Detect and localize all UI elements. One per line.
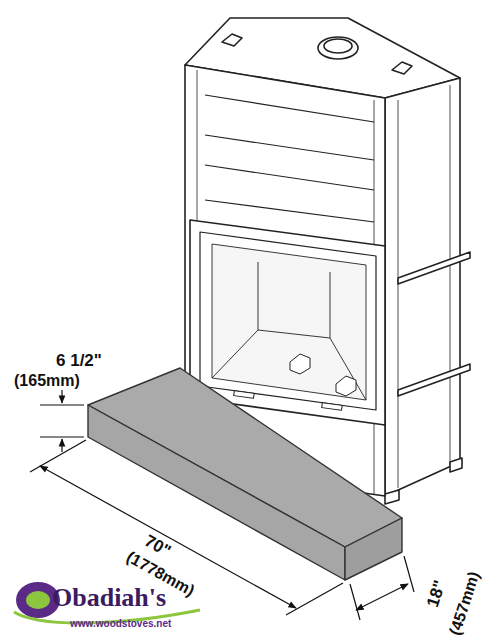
foot	[450, 458, 462, 472]
foot	[385, 490, 399, 504]
logo-url: www.woodstoves.net	[70, 618, 171, 629]
dimension-label: (165mm)	[14, 372, 80, 390]
side-bracket	[398, 364, 470, 396]
dimension-lines	[30, 390, 414, 620]
firebox	[212, 244, 366, 400]
side-bracket	[398, 252, 470, 284]
flue-collar	[318, 37, 358, 59]
flue-opening	[324, 39, 352, 53]
side-panel	[385, 78, 460, 496]
logo-text: Obadiah's	[52, 584, 166, 613]
dimension-label: 18"	[424, 578, 450, 609]
andiron	[290, 354, 310, 374]
lift-tab	[222, 34, 242, 46]
dimension-label: 6 1/2"	[56, 352, 102, 371]
andiron	[336, 376, 356, 396]
hearth-extension	[88, 368, 402, 580]
air-control	[322, 403, 343, 411]
lift-tab	[392, 62, 412, 74]
door-glass	[200, 232, 376, 410]
dimension-label: (457mm)	[446, 569, 483, 637]
air-control	[234, 391, 255, 399]
